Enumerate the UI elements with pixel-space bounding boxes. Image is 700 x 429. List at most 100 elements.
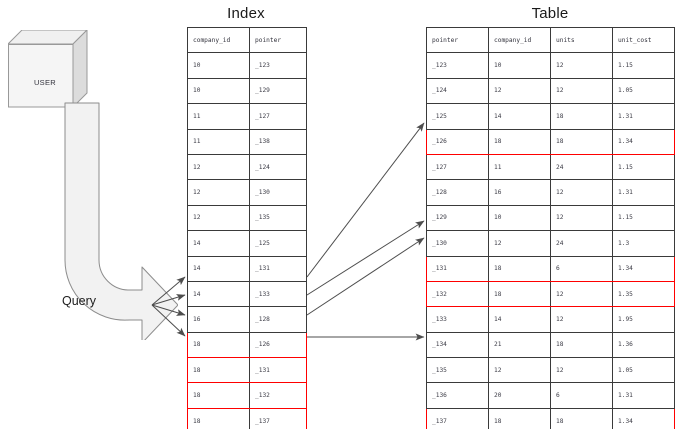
table-row: 11_127	[187, 103, 307, 130]
main-col-company-id: company_id	[488, 26, 551, 54]
main-cell-pointer: _129	[426, 204, 489, 232]
main-cell-units: 12	[550, 52, 613, 79]
main-cell-pointer: _135	[426, 357, 489, 384]
main-cell-units: 12	[550, 306, 613, 333]
main-cell-pointer: _134	[426, 331, 489, 359]
index-cell-company-id: 12	[187, 204, 250, 232]
main-col-unit-cost: unit_cost	[612, 26, 675, 54]
main-cell-pointer: _128	[426, 179, 489, 206]
index-cell-pointer: _128	[249, 306, 307, 333]
main-cell-unit-cost: 1.95	[612, 306, 675, 333]
index-cell-pointer: _125	[249, 230, 307, 257]
table-row: 11_138	[187, 128, 307, 155]
table-row: 14_131	[187, 255, 307, 282]
main-cell-units: 12	[550, 204, 613, 232]
main-col-units: units	[550, 26, 613, 54]
main-cell-units: 6	[550, 255, 613, 282]
index-cell-pointer: _130	[249, 179, 307, 206]
index-header-row: company_id pointer	[187, 26, 307, 54]
user-cube	[6, 28, 89, 109]
main-cell-company-id: 10	[488, 52, 551, 79]
table-row: 10_123	[187, 52, 307, 79]
main-cell-unit-cost: 1.05	[612, 77, 675, 105]
query-arrow	[18, 100, 179, 344]
main-cell-company-id: 12	[488, 357, 551, 384]
main-cell-units: 18	[550, 407, 613, 429]
main-cell-unit-cost: 1.15	[612, 52, 675, 79]
table-row: 18_132	[187, 382, 307, 409]
main-header-row: pointer company_id units unit_cost	[426, 26, 675, 54]
main-cell-pointer: _124	[426, 77, 489, 105]
main-cell-pointer: _136	[426, 382, 489, 409]
table-title: Table	[531, 5, 569, 22]
main-cell-pointer: _131	[426, 255, 489, 282]
user-cube-shape	[6, 28, 89, 109]
index-cell-pointer: _138	[249, 128, 307, 155]
query-label: Query	[62, 294, 97, 308]
main-cell-unit-cost: 1.15	[612, 204, 675, 232]
arrow-index126-to-table126	[306, 122, 425, 278]
main-cell-pointer: _132	[426, 280, 489, 308]
index-cell-company-id: 14	[187, 255, 250, 282]
main-cell-company-id: 16	[488, 179, 551, 206]
main-cell-unit-cost: 1.15	[612, 153, 675, 181]
index-to-table-arrows	[306, 122, 425, 341]
main-cell-units: 18	[550, 103, 613, 130]
index-cell-company-id: 18	[187, 357, 250, 384]
main-cell-units: 18	[550, 331, 613, 359]
table-row: 18_131	[187, 357, 307, 384]
index-cell-company-id: 12	[187, 153, 250, 181]
index-cell-company-id: 14	[187, 230, 250, 257]
index-cell-pointer: _131	[249, 255, 307, 282]
index-cell-company-id: 10	[187, 77, 250, 105]
main-cell-pointer: _127	[426, 153, 489, 181]
main-cell-unit-cost: 1.31	[612, 382, 675, 409]
index-cell-company-id: 11	[187, 103, 250, 130]
index-cell-company-id: 18	[187, 331, 250, 359]
main-cell-company-id: 14	[488, 103, 551, 130]
main-cell-units: 6	[550, 382, 613, 409]
main-cell-company-id: 21	[488, 331, 551, 359]
index-cell-pointer: _132	[249, 382, 307, 409]
main-cell-pointer: _123	[426, 52, 489, 79]
index-cell-company-id: 16	[187, 306, 250, 333]
table-row: 14_133	[187, 280, 307, 308]
index-cell-pointer: _127	[249, 103, 307, 130]
index-cell-pointer: _131	[249, 357, 307, 384]
index-cell-pointer: _124	[249, 153, 307, 181]
index-cell-pointer: _137	[249, 407, 307, 429]
main-cell-pointer: _126	[426, 128, 489, 155]
main-cell-company-id: 18	[488, 128, 551, 155]
main-cell-pointer: _137	[426, 407, 489, 429]
main-cell-company-id: 11	[488, 153, 551, 181]
arrow-index131-to-table131	[306, 220, 425, 296]
cube-side-face	[72, 28, 88, 109]
index-cell-company-id: 14	[187, 280, 250, 308]
table-row: 18_126	[187, 331, 307, 359]
index-cell-pointer: _129	[249, 77, 307, 105]
main-cell-pointer: _130	[426, 230, 489, 257]
main-cell-company-id: 18	[488, 255, 551, 282]
table-row: 18_137	[187, 407, 307, 429]
main-cell-company-id: 14	[488, 306, 551, 333]
main-cell-unit-cost: 1.31	[612, 179, 675, 206]
index-cell-pointer: _135	[249, 204, 307, 232]
main-cell-company-id: 20	[488, 382, 551, 409]
main-cell-pointer: _125	[426, 103, 489, 130]
index-cell-pointer: _133	[249, 280, 307, 308]
arrow-index132-to-table132	[306, 237, 425, 316]
index-col-company-id: company_id	[187, 26, 250, 54]
main-cell-unit-cost: 1.34	[612, 128, 675, 155]
user-label: USER	[33, 78, 57, 87]
index-cell-company-id: 11	[187, 128, 250, 155]
index-col-pointer: pointer	[249, 26, 307, 54]
